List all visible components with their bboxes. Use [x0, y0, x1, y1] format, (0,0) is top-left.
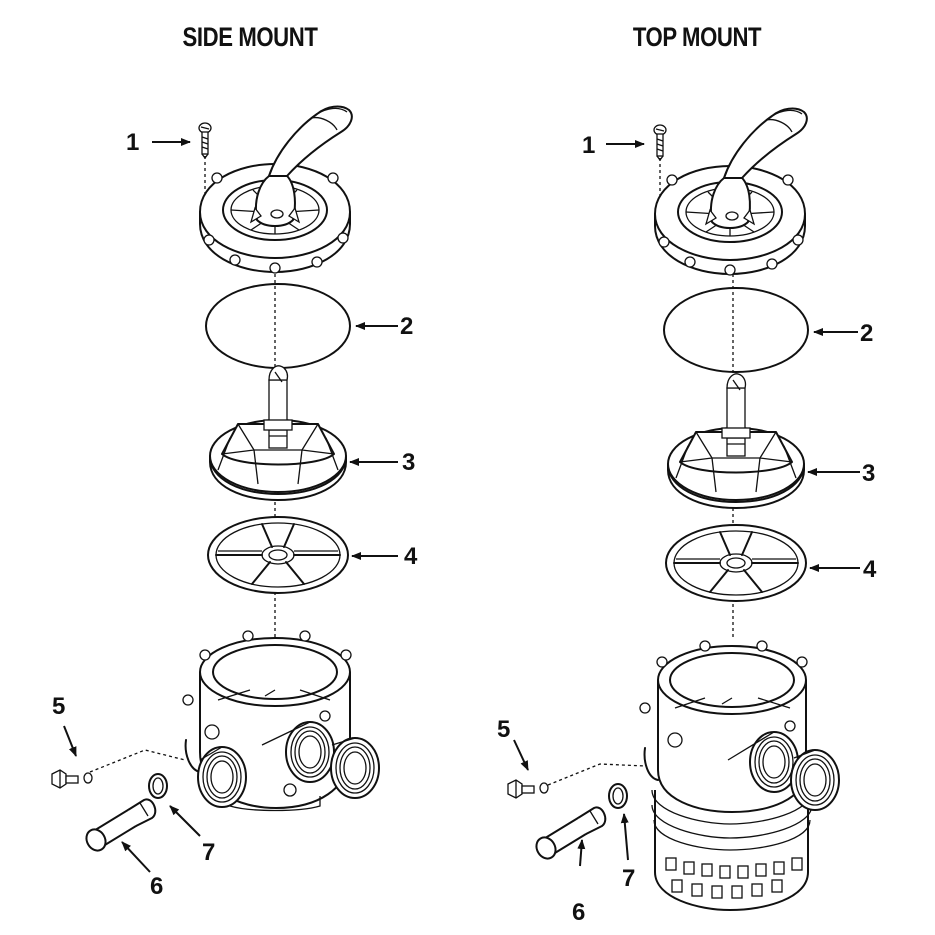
part-4-spider-gasket — [665, 524, 807, 602]
part-6-fitting — [81, 798, 157, 856]
top-mount-title: TOP MOUNT — [632, 22, 762, 52]
part-valve-body-side — [182, 630, 380, 812]
part-7-o-ring — [148, 773, 168, 799]
callout-right-4: 4 — [863, 556, 877, 583]
part-1-screw — [653, 124, 667, 161]
top-mount-assembly: 1 2 3 4 5 6 7 — [497, 107, 877, 926]
callout-right-2: 2 — [860, 320, 873, 347]
part-3-rotor — [667, 372, 805, 509]
part-6-fitting — [531, 806, 607, 864]
side-mount-assembly: 1 2 3 4 5 6 7 — [51, 105, 418, 900]
callout-left-7: 7 — [202, 839, 215, 866]
side-mount-title: SIDE MOUNT — [182, 22, 318, 52]
part-2-o-ring — [205, 283, 351, 369]
callout-right-5: 5 — [497, 716, 510, 743]
callout-left-4: 4 — [404, 543, 418, 570]
callout-right-6: 6 — [572, 899, 585, 926]
callout-right-1: 1 — [582, 132, 595, 159]
part-7-o-ring — [608, 783, 628, 809]
part-5-drain-plug — [51, 769, 93, 789]
callout-right-3: 3 — [862, 460, 875, 487]
part-3-rotor — [209, 364, 347, 501]
part-4-spider-gasket — [207, 516, 349, 594]
callout-left-2: 2 — [400, 313, 413, 340]
callout-left-6: 6 — [150, 873, 163, 900]
part-lid-handle — [654, 107, 808, 276]
callout-right-7: 7 — [622, 865, 635, 892]
part-2-o-ring — [663, 287, 809, 373]
part-valve-body-top — [639, 640, 840, 911]
callout-left-5: 5 — [52, 693, 65, 720]
part-lid-handle — [199, 105, 353, 274]
callout-left-3: 3 — [402, 449, 415, 476]
part-1-screw — [198, 122, 212, 159]
part-5-drain-plug — [507, 779, 549, 799]
callout-left-1: 1 — [126, 129, 139, 156]
